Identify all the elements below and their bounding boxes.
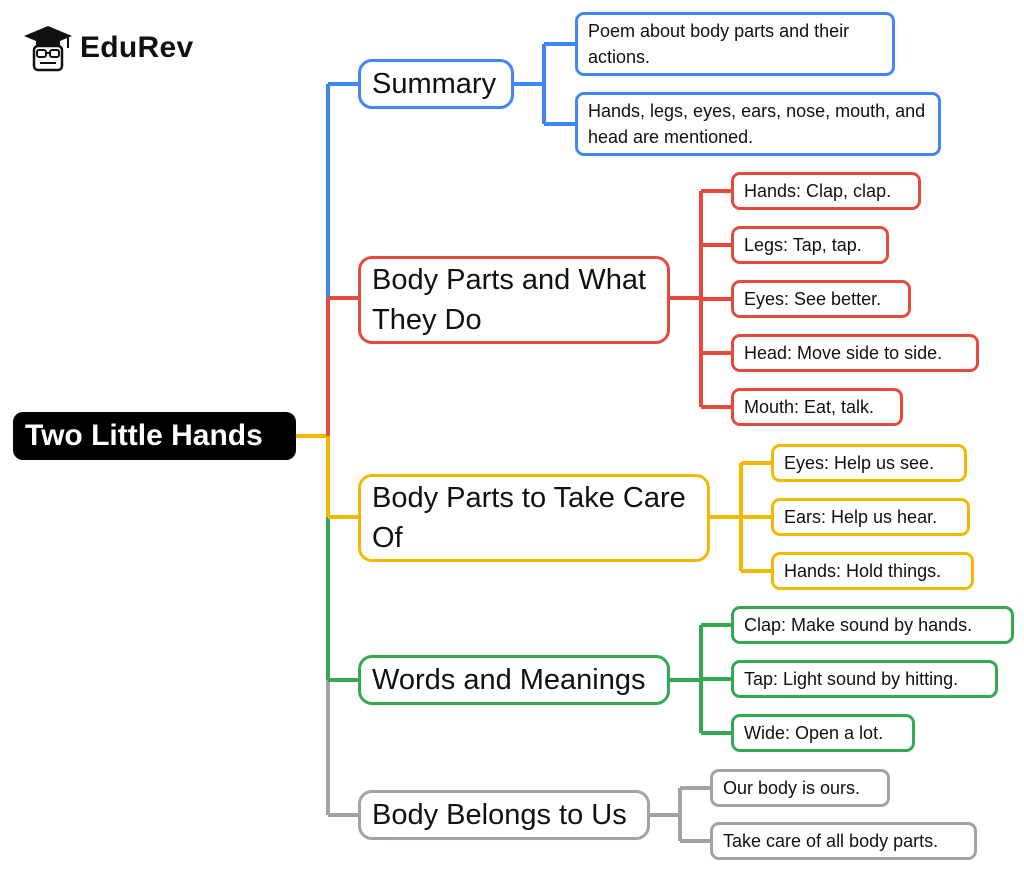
branch-label: Summary bbox=[372, 68, 497, 100]
graduate-mascot-icon bbox=[24, 26, 72, 72]
leaf-label: Legs: Tap, tap. bbox=[744, 235, 862, 255]
leaf-label: Tap: Light sound by hitting. bbox=[744, 669, 959, 689]
leaf-mouth-action: Mouth: Eat, talk. bbox=[731, 388, 903, 426]
branch-body-belongs: Body Belongs to Us bbox=[358, 790, 650, 840]
branch-body-parts-actions: Body Parts and What They Do bbox=[358, 256, 670, 344]
leaf-eyes-action: Eyes: See better. bbox=[731, 280, 911, 318]
leaf-legs-action: Legs: Tap, tap. bbox=[731, 226, 889, 264]
branch-words-meanings: Words and Meanings bbox=[358, 655, 670, 705]
leaf-label: Hands, legs, eyes, ears, nose, mouth, an… bbox=[588, 101, 926, 147]
leaf-take-care-all: Take care of all body parts. bbox=[710, 822, 977, 860]
leaf-eyes-care: Eyes: Help us see. bbox=[771, 444, 967, 482]
brand-name: EduRev bbox=[80, 31, 194, 64]
leaf-label: Head: Move side to side. bbox=[744, 343, 943, 363]
branch-label: Body Parts and What They Do bbox=[372, 264, 647, 336]
leaf-label: Take care of all body parts. bbox=[723, 831, 939, 851]
leaf-ears-care: Ears: Help us hear. bbox=[771, 498, 970, 536]
branch-label: Body Parts to Take Care Of bbox=[372, 482, 686, 554]
leaf-summary-1: Poem about body parts and their actions. bbox=[575, 12, 895, 76]
leaf-label: Hands: Clap, clap. bbox=[744, 181, 892, 201]
branch-take-care: Body Parts to Take Care Of bbox=[358, 474, 710, 562]
leaf-label: Wide: Open a lot. bbox=[744, 723, 884, 743]
leaf-label: Eyes: Help us see. bbox=[784, 453, 935, 473]
leaf-label: Eyes: See better. bbox=[744, 289, 882, 309]
leaf-clap-meaning: Clap: Make sound by hands. bbox=[731, 606, 1014, 644]
brand-logo[interactable]: EduRev bbox=[22, 24, 194, 72]
leaf-tap-meaning: Tap: Light sound by hitting. bbox=[731, 660, 998, 698]
leaf-label: Our body is ours. bbox=[723, 778, 861, 798]
leaf-label: Hands: Hold things. bbox=[784, 561, 942, 581]
branch-summary: Summary bbox=[358, 59, 514, 109]
leaf-label: Clap: Make sound by hands. bbox=[744, 615, 973, 635]
leaf-label: Poem about body parts and their actions. bbox=[588, 21, 850, 67]
leaf-label: Ears: Help us hear. bbox=[784, 507, 938, 527]
root-label: Two Little Hands bbox=[25, 419, 263, 452]
leaf-hands-care: Hands: Hold things. bbox=[771, 552, 974, 590]
leaf-head-action: Head: Move side to side. bbox=[731, 334, 979, 372]
branch-label: Body Belongs to Us bbox=[372, 799, 627, 831]
leaf-label: Mouth: Eat, talk. bbox=[744, 397, 875, 417]
leaf-summary-2: Hands, legs, eyes, ears, nose, mouth, an… bbox=[575, 92, 941, 156]
leaf-wide-meaning: Wide: Open a lot. bbox=[731, 714, 915, 752]
leaf-body-ours: Our body is ours. bbox=[710, 769, 890, 807]
branch-label: Words and Meanings bbox=[372, 664, 646, 696]
leaf-hands-action: Hands: Clap, clap. bbox=[731, 172, 921, 210]
root-node: Two Little Hands bbox=[13, 412, 296, 460]
